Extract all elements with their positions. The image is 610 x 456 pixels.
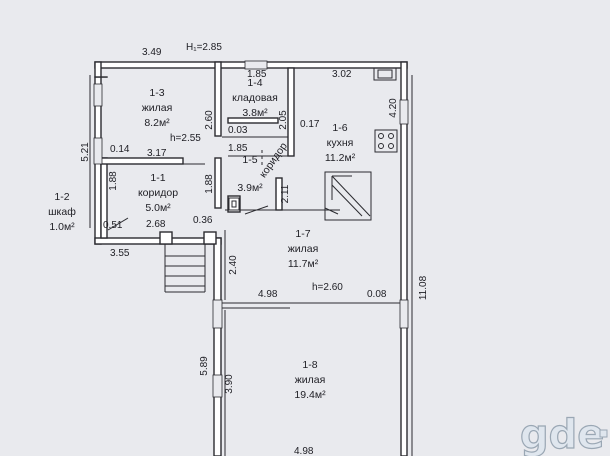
dim-0-14: 0.14 (110, 144, 130, 155)
dim-0-36: 0.36 (193, 215, 213, 226)
dim-0-51: 0.51 (103, 220, 123, 231)
room-name: коридор (138, 187, 178, 199)
room-area: 11.7м² (288, 258, 319, 270)
boiler-icon (228, 197, 240, 211)
room-1-3: 1-3 жилая 8.2м² (142, 87, 173, 129)
dim-4-20: 4.20 (388, 98, 399, 118)
room-name: кухня (327, 137, 354, 149)
dim-1-85: 1.85 (247, 69, 267, 80)
room-name: кладовая (232, 92, 278, 104)
room-number: 1-5 (242, 154, 257, 166)
sink-icon (373, 67, 397, 81)
room-number: 1-8 (302, 359, 317, 371)
room-area: 8.2м² (144, 117, 170, 129)
room-number: 1-3 (149, 87, 164, 99)
dim-3-02: 3.02 (332, 69, 352, 80)
dim-1-85-b: 1.85 (228, 143, 248, 154)
room-number: 1-6 (332, 122, 347, 134)
dim-2-60: 2.60 (204, 110, 215, 130)
room-area: 11.2м² (325, 152, 356, 164)
room-height-2: h=2.60 (312, 282, 343, 293)
room-area: 19.4м² (294, 389, 326, 401)
room-area: 3.8м² (242, 107, 268, 119)
watermark-text: gde (520, 412, 604, 456)
room-name: жилая (288, 243, 319, 255)
dim-3-55: 3.55 (110, 248, 130, 259)
partition-lines (107, 136, 400, 309)
room-area: 5.0м² (145, 202, 171, 214)
room-name: жилая (142, 102, 173, 114)
dimension-lines (89, 75, 413, 456)
height-header-label: H₁=2.85 (186, 42, 222, 53)
room-number: 1-7 (295, 228, 310, 240)
dim-0-17: 0.17 (300, 119, 320, 130)
room-name: коридор (257, 140, 290, 180)
dim-0-08: 0.08 (367, 289, 387, 300)
total-length-label: 11.08 (418, 275, 429, 300)
room-area: 1.0м² (49, 221, 75, 233)
room-number: 1-2 (54, 191, 69, 203)
dim-2-05: 2.05 (278, 110, 289, 130)
room-1-7: 1-7 жилая 11.7м² (288, 228, 319, 270)
room-1-8: 1-8 жилая 19.4м² (294, 359, 326, 401)
dim-2-40: 2.40 (228, 255, 239, 275)
dimension-texts: 1.85 3.02 4.20 2.60 2.05 0.17 0.03 1.85 … (80, 69, 399, 456)
dim-5-21: 5.21 (80, 142, 91, 162)
room-1-6: 1-6 кухня 11.2м² (325, 122, 356, 164)
heating-stove-icon (324, 171, 372, 221)
top-length-label: 3.49 (142, 47, 162, 58)
dim-0-03: 0.03 (228, 125, 248, 136)
room-area: 3.9м² (237, 182, 263, 194)
room-1-1: 1-1 коридор 5.0м² (138, 172, 178, 214)
entrance-stairs (164, 244, 206, 293)
room-name: шкаф (48, 206, 76, 218)
dim-2-11: 2.11 (280, 184, 291, 203)
interior-walls (100, 61, 295, 245)
dim-4-98-b: 4.98 (294, 446, 314, 456)
room-number: 1-1 (150, 172, 165, 184)
room-1-2: 1-2 шкаф 1.0м² (48, 191, 76, 233)
room-height-1: h=2.55 (170, 133, 201, 144)
windows (93, 60, 409, 398)
room-number: 1-4 (247, 77, 262, 89)
dim-2-68: 2.68 (146, 219, 166, 230)
dim-4-98-a: 4.98 (258, 289, 278, 300)
watermark-logo: gde (519, 411, 608, 456)
dim-1-88-b: 1.88 (204, 174, 215, 194)
dim-1-88-a: 1.88 (108, 171, 119, 191)
room-name: жилая (295, 374, 326, 386)
stove-icon (374, 129, 398, 153)
dim-3-90: 3.90 (224, 374, 235, 394)
room-1-4: 1-4 кладовая 3.8м² (232, 77, 278, 119)
dim-5-89: 5.89 (199, 356, 210, 376)
dim-3-17: 3.17 (147, 148, 167, 159)
